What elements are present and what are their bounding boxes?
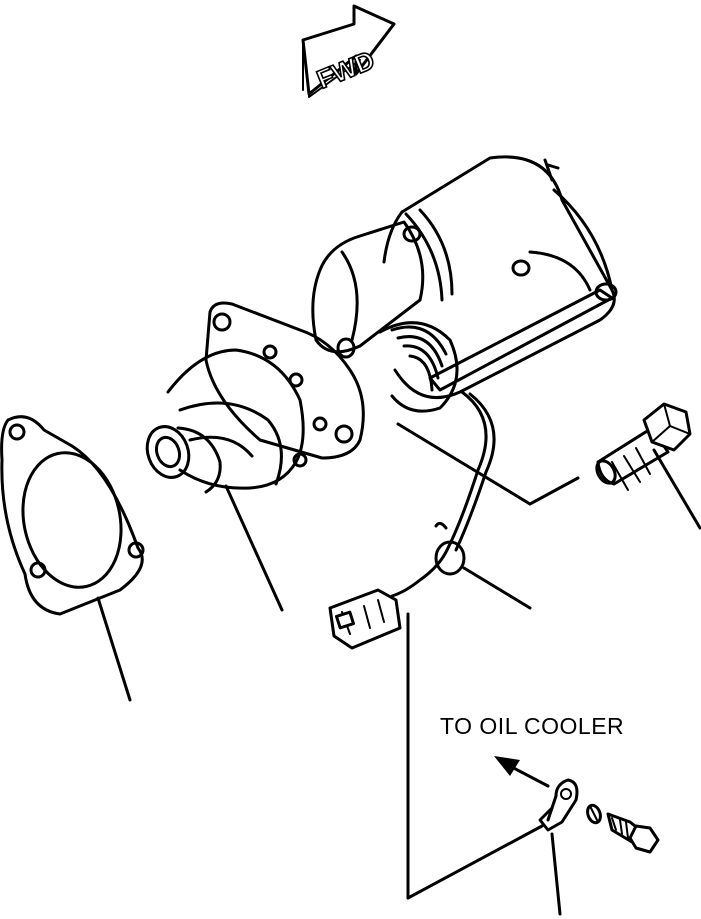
- mounting-bolt: [595, 402, 692, 491]
- starter-motor: [145, 155, 618, 494]
- gasket: [0, 415, 145, 616]
- terminal-bottom-leader: [550, 832, 562, 916]
- fwd-direction-arrow: FWD: [301, 4, 396, 98]
- starter-leader: [224, 484, 284, 612]
- oil-cooler-callout: TO OIL COOLER: [440, 713, 624, 788]
- bolt-leader: [652, 448, 701, 530]
- gasket-leader: [96, 596, 132, 702]
- bolt-to-starter-leader: [396, 422, 580, 506]
- oil-cooler-label: TO OIL COOLER: [440, 713, 624, 739]
- arrow-head-icon: [494, 756, 520, 776]
- lock-washer: [586, 803, 602, 825]
- wire-connector: [328, 588, 402, 650]
- terminal-bolt: [606, 812, 660, 854]
- ground-terminal: [538, 778, 579, 832]
- terminal-leader: [406, 824, 544, 900]
- clamp-leader: [462, 566, 532, 610]
- harness-wire: [390, 390, 496, 598]
